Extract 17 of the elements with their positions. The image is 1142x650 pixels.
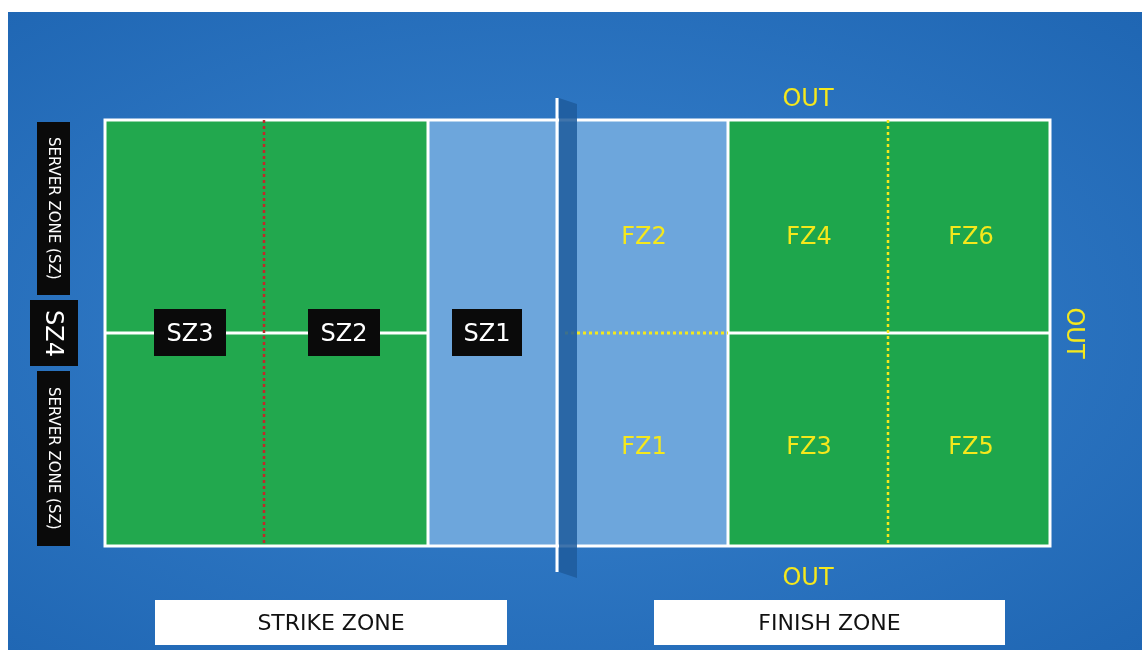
zone-label: OUT: [782, 563, 834, 591]
zone-label: SZ3: [154, 309, 226, 356]
zone-label: FZ3: [786, 432, 832, 460]
zone-label: FZ5: [948, 432, 994, 460]
zone-label: SZ1: [452, 309, 522, 356]
zone-label: SZ2: [308, 309, 380, 356]
zone-label: OUT: [782, 84, 834, 112]
zone-label: OUT: [1061, 307, 1089, 359]
zone-label: FZ4: [786, 222, 832, 250]
zone-caption: STRIKE ZONE: [155, 600, 507, 645]
zone-label: FZ1: [621, 432, 667, 460]
zone-label: SERVER ZONE (SZ): [37, 371, 70, 546]
zone-label: FZ2: [621, 222, 667, 250]
zone-label: FZ6: [948, 222, 994, 250]
zone-label: SERVER ZONE (SZ): [37, 122, 70, 295]
zone-caption: FINISH ZONE: [654, 600, 1005, 645]
zone-label: SZ4: [30, 300, 78, 366]
